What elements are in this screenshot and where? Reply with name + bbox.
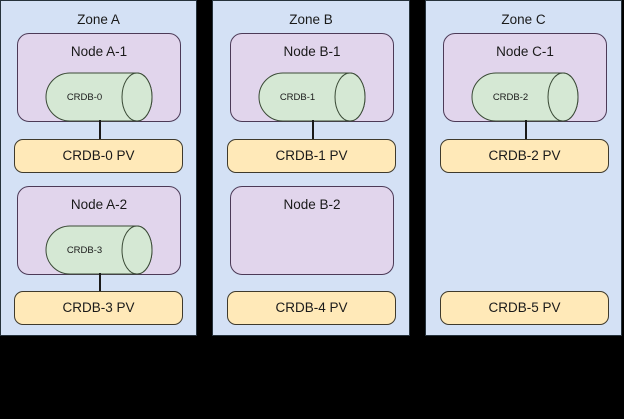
persistent-volume-label: CRDB-3 PV: [62, 300, 135, 315]
zone-title: Zone C: [501, 12, 546, 27]
zone-title: Zone A: [77, 12, 120, 27]
node-title: Node A-1: [70, 44, 128, 59]
persistent-volume-crdb-5-pv[interactable]: CRDB-5 PV: [440, 291, 609, 325]
connector-line: [99, 273, 101, 292]
node-title: Node B-2: [283, 197, 341, 212]
connector-line: [525, 120, 527, 139]
persistent-volume-crdb-4-pv[interactable]: CRDB-4 PV: [227, 291, 396, 325]
persistent-volume-crdb-2-pv[interactable]: CRDB-2 PV: [440, 139, 609, 173]
node-title: Node A-2: [70, 197, 128, 212]
database-cylinder[interactable]: CRDB-3: [45, 225, 153, 275]
node-title: Node C-1: [496, 44, 554, 59]
node-box-node-b-2[interactable]: Node B-2: [230, 186, 394, 275]
persistent-volume-label: CRDB-5 PV: [488, 300, 561, 315]
persistent-volume-label: CRDB-1 PV: [275, 148, 348, 163]
connector-line: [99, 120, 101, 139]
database-cylinder[interactable]: CRDB-1: [258, 72, 366, 122]
persistent-volume-label: CRDB-2 PV: [488, 148, 561, 163]
persistent-volume-label: CRDB-0 PV: [62, 148, 135, 163]
persistent-volume-label: CRDB-4 PV: [275, 300, 348, 315]
database-cylinder[interactable]: CRDB-2: [471, 72, 579, 122]
persistent-volume-crdb-0-pv[interactable]: CRDB-0 PV: [14, 139, 183, 173]
persistent-volume-crdb-1-pv[interactable]: CRDB-1 PV: [227, 139, 396, 173]
zone-title: Zone B: [289, 12, 333, 27]
database-cylinder[interactable]: CRDB-0: [45, 72, 153, 122]
node-title: Node B-1: [283, 44, 341, 59]
persistent-volume-crdb-3-pv[interactable]: CRDB-3 PV: [14, 291, 183, 325]
connector-line: [312, 120, 314, 139]
